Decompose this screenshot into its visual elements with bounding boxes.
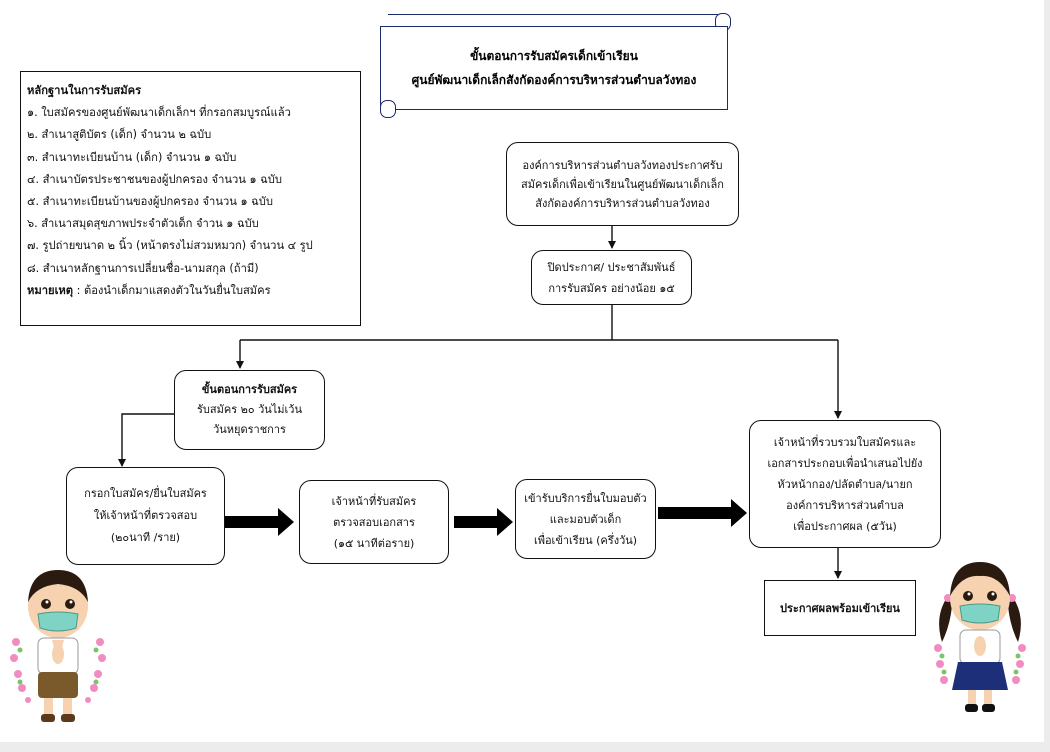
step-announce-box: องค์การบริหารส่วนตำบลวังทองประกาศรับ สมั… — [506, 142, 739, 226]
step-text: เจ้าหน้าที่รับสมัคร — [331, 494, 417, 508]
step-text: หัวหน้ากอง/ปลัดตำบล/นายก — [777, 477, 913, 491]
viewer-bottom-edge — [0, 742, 1050, 752]
step-text: เพื่อประกาศผล (๕วัน) — [793, 519, 897, 533]
step-title: ประกาศผลพร้อมเข้าเรียน — [780, 601, 900, 615]
boy-wai-illustration — [10, 570, 106, 722]
step-text: ปิดประกาศ/ ประชาสัมพันธ์ — [547, 260, 676, 274]
scroll-top-edge — [388, 14, 722, 26]
step-text: กรอกใบสมัคร/ยื่นใบสมัคร — [84, 487, 207, 500]
step-text: สังกัดองค์การบริหารส่วนตำบลวังทอง — [535, 196, 710, 210]
step-apply-box: ขั้นตอนการรับสมัคร รับสมัคร ๒๐ วันไม่เว้… — [174, 370, 325, 450]
scroll-curl-bottom — [380, 100, 396, 118]
step-text: วันหยุดราชการ — [213, 423, 286, 436]
step-text: องค์การบริหารส่วนตำบล — [786, 498, 904, 512]
step-text: รับสมัคร ๒๐ วันไม่เว้น — [196, 403, 302, 416]
step-text: (๑๕ นาทีต่อราย) — [333, 536, 415, 550]
document-item: ๖. สำเนาสมุดสุขภาพประจำตัวเด็ก จำวน ๑ ฉบ… — [27, 217, 259, 231]
document-item: ๒. สำเนาสูติบัตร (เด็ก) จำนวน ๒ ฉบับ — [27, 128, 212, 142]
step-text: เจ้าหน้าที่รวบรวมใบสมัครและ — [773, 435, 917, 449]
step-text: เอกสารประกอบเพื่อนำเสนอไปยัง — [767, 456, 923, 470]
title-banner: ขั้นตอนการรับสมัครเด็กเข้าเรียน ศูนย์พัฒ… — [380, 26, 728, 110]
step-text: (๒๐นาที /ราย) — [110, 531, 181, 544]
step-text: เพื่อเข้าเรียน (ครึ่งวัน) — [533, 533, 638, 547]
step-title: ขั้นตอนการรับสมัคร — [201, 383, 298, 396]
note-row: หมายเหตุ : ต้องนำเด็กมาแสดงตัวในวันยื่นใ… — [27, 280, 360, 302]
document-item: ๔. สำเนาบัตรประชาชนของผู้ปกครอง จำนวน ๑ … — [27, 172, 282, 186]
step-fill-form-box: กรอกใบสมัคร/ยื่นใบสมัคร ให้เจ้าหน้าที่ตร… — [66, 467, 225, 565]
step-hand-over-box: เข้ารับบริการยื่นใบมอบตัว และมอบตัวเด็ก … — [515, 479, 656, 559]
step-text: สมัครเด็กเพื่อเข้าเรียนในศูนย์พัฒนาเด็กเ… — [521, 177, 724, 191]
note-label: หมายเหตุ — [27, 283, 74, 297]
step-text: และมอบตัวเด็ก — [549, 512, 622, 526]
banner-title-line-1: ขั้นตอนการรับสมัครเด็กเข้าเรียน — [470, 49, 638, 63]
step-result-box: ประกาศผลพร้อมเข้าเรียน — [764, 580, 916, 636]
step-check-docs-box: เจ้าหน้าที่รับสมัคร ตรวจสอบเอกสาร (๑๕ นา… — [299, 480, 449, 564]
document-item: ๗. รูปถ่ายขนาด ๒ นิ้ว (หน้าตรงไม่สวมหมวก… — [27, 239, 313, 253]
viewer-right-edge — [1044, 0, 1050, 752]
document-item: ๓. สำเนาทะเบียนบ้าน (เด็ก) จำนวน ๑ ฉบับ — [27, 150, 237, 164]
document-item: ๑. ใบสมัครของศูนย์พัฒนาเด็กเล็กฯ ที่กรอก… — [27, 106, 291, 120]
required-documents-box: หลักฐานในการรับสมัคร ๑. ใบสมัครของศูนย์พ… — [20, 71, 361, 326]
step-text: เข้ารับบริการยื่นใบมอบตัว — [524, 491, 647, 505]
document-item: ๘. สำเนาหลักฐานการเปลี่ยนชื่อ-นามสกุล (ถ… — [27, 261, 259, 275]
step-publicize-box: ปิดประกาศ/ ประชาสัมพันธ์ การรับสมัคร อย่… — [531, 250, 692, 305]
step-text: ให้เจ้าหน้าที่ตรวจสอบ — [93, 509, 198, 522]
girl-wai-illustration — [934, 562, 1026, 712]
step-text: องค์การบริหารส่วนตำบลวังทองประกาศรับ — [522, 158, 723, 172]
step-text: การรับสมัคร อย่างน้อย ๑๕ — [548, 281, 675, 295]
step-text: ตรวจสอบเอกสาร — [333, 515, 415, 529]
document-item: ๕. สำเนาทะเบียนบ้านของผู้ปกครอง จำนวน ๑ … — [27, 195, 273, 209]
banner-title-line-2: ศูนย์พัฒนาเด็กเล็กสังกัดองค์การบริหารส่ว… — [411, 73, 697, 87]
note-text: : ต้องนำเด็กมาแสดงตัวในวันยื่นใบสมัคร — [73, 283, 271, 297]
required-documents-title: หลักฐานในการรับสมัคร — [27, 84, 142, 97]
step-collect-box: เจ้าหน้าที่รวบรวมใบสมัครและ เอกสารประกอบ… — [749, 420, 941, 548]
